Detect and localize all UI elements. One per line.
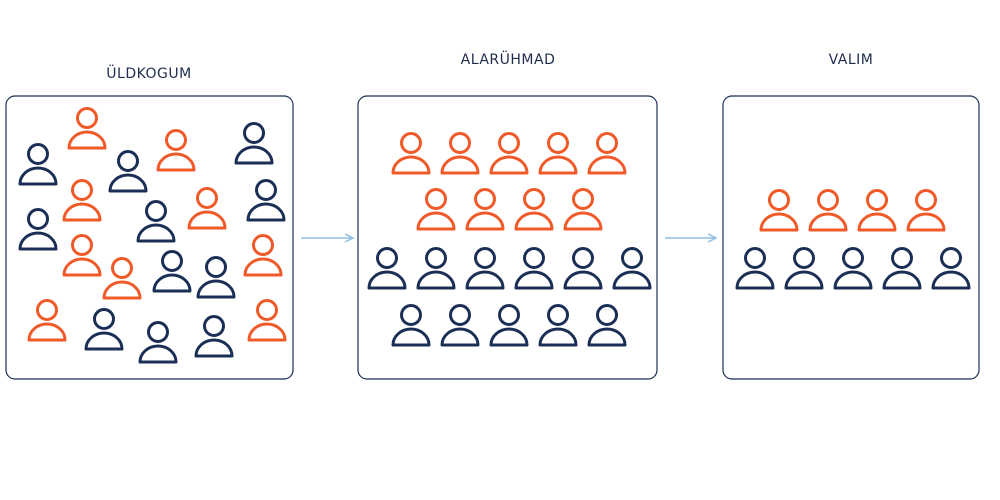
person-icon	[857, 189, 897, 232]
person-icon	[440, 304, 480, 347]
person-icon	[563, 188, 603, 231]
person-icon	[489, 132, 529, 175]
person-icon	[465, 247, 505, 290]
person-icon	[735, 247, 775, 290]
person-icon	[234, 122, 274, 165]
person-icon	[489, 304, 529, 347]
person-icon	[563, 247, 603, 290]
person-icon	[62, 179, 102, 222]
panel-population	[5, 95, 294, 380]
person-icon	[243, 234, 283, 277]
person-icon	[27, 299, 67, 342]
people-group-subgroups	[367, 132, 652, 347]
person-icon	[906, 189, 946, 232]
person-icon	[465, 188, 505, 231]
person-icon	[187, 187, 227, 230]
panel-subgroups	[357, 95, 658, 380]
person-icon	[808, 189, 848, 232]
people-group-sample	[735, 189, 971, 290]
person-icon	[440, 132, 480, 175]
person-icon	[156, 129, 196, 172]
person-icon	[833, 247, 873, 290]
person-icon	[84, 308, 124, 351]
person-icon	[587, 132, 627, 175]
person-icon	[138, 321, 178, 364]
person-icon	[587, 304, 627, 347]
person-icon	[247, 299, 287, 342]
person-icon	[391, 132, 431, 175]
person-icon	[514, 188, 554, 231]
person-icon	[18, 208, 58, 251]
person-icon	[18, 143, 58, 186]
person-icon	[391, 304, 431, 347]
person-icon	[367, 247, 407, 290]
person-icon	[102, 257, 142, 300]
person-icon	[62, 234, 102, 277]
people-group-population	[18, 107, 287, 364]
person-icon	[416, 247, 456, 290]
person-icon	[196, 256, 236, 299]
panel-title-subgroups: ALARÜHMAD	[461, 50, 556, 68]
person-icon	[759, 189, 799, 232]
person-icon	[416, 188, 456, 231]
person-icon	[136, 200, 176, 243]
person-icon	[538, 132, 578, 175]
person-icon	[246, 179, 286, 222]
person-icon	[882, 247, 922, 290]
person-icon	[612, 247, 652, 290]
person-icon	[152, 250, 192, 293]
panel-title-sample: VALIM	[829, 52, 874, 68]
person-icon	[538, 304, 578, 347]
person-icon	[108, 150, 148, 193]
person-icon	[194, 315, 234, 358]
person-icon	[784, 247, 824, 290]
person-icon	[67, 107, 107, 150]
person-icon	[931, 247, 971, 290]
panel-title-population: ÜLDKOGUM	[106, 64, 191, 82]
person-icon	[514, 247, 554, 290]
panel-sample	[722, 95, 980, 380]
